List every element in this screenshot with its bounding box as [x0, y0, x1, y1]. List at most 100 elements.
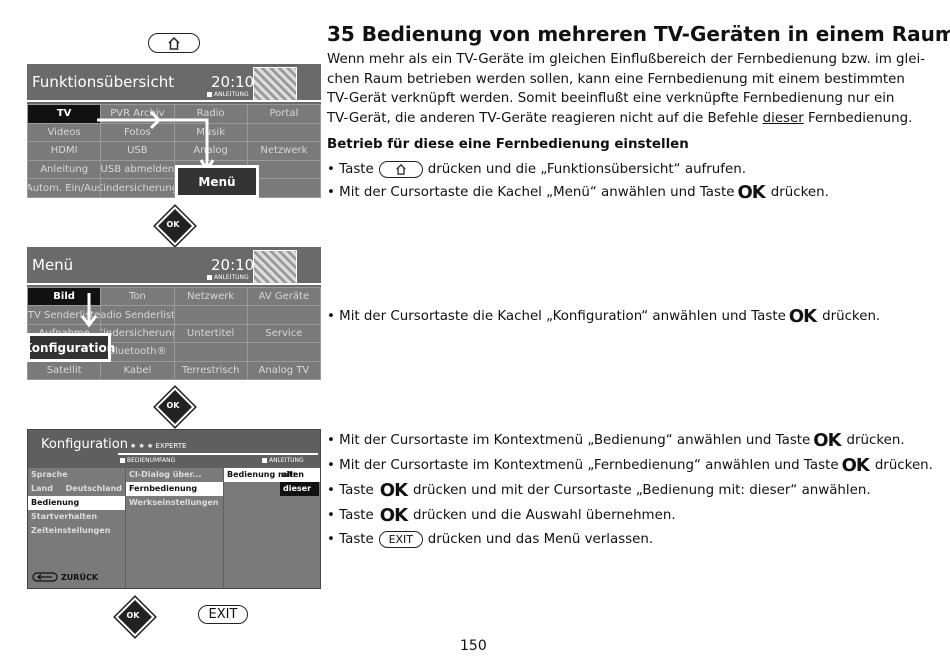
menu-item[interactable]: Zeiteinstellungen: [31, 526, 111, 535]
tv-preview-thumbnail: [253, 67, 297, 101]
tile[interactable]: Videos: [28, 123, 101, 142]
tile[interactable]: [247, 179, 320, 197]
back-icon: [32, 572, 58, 582]
menu-item-selected[interactable]: Bedienung: [28, 496, 125, 510]
subheading: Betrieb für diese eine Fernbedienung ein…: [327, 137, 689, 152]
tile[interactable]: USB: [101, 142, 174, 160]
option-row[interactable]: Bedienung mit:allen: [224, 468, 320, 482]
step-8: • Taste EXIT drücken und das Menü verlas…: [327, 530, 654, 548]
tile[interactable]: [247, 123, 320, 142]
tile[interactable]: Autom. Ein/Aus: [28, 179, 101, 197]
tile[interactable]: [174, 306, 247, 324]
menu-tile-highlight[interactable]: Menü: [175, 165, 259, 198]
ok-key[interactable]: OK: [155, 387, 195, 427]
exit-key-icon: EXIT: [378, 530, 423, 548]
back-button[interactable]: ZURÜCK: [32, 572, 98, 582]
step-1: • Taste drücken und die „Funktionsübersi…: [327, 160, 746, 178]
screen-konfiguration: Konfiguration ★ ★ ★ EXPERTE BEDIENUMFANG…: [27, 429, 321, 589]
step-3: • Mit der Cursortaste die Kachel „Konfig…: [327, 305, 881, 327]
tile[interactable]: Ton: [101, 288, 174, 306]
screen-title: Menü: [32, 256, 74, 274]
cursor-arrow-icon: [97, 110, 215, 173]
tile[interactable]: Portal: [247, 105, 320, 123]
tile[interactable]: Terrestrisch: [174, 361, 247, 379]
tile[interactable]: Kindersicherung: [101, 179, 174, 197]
page-number: 150: [460, 638, 487, 654]
screen-menu: Menü 20:10 ANLEITUNG Bild Ton Netzwerk A…: [23, 247, 321, 380]
tile[interactable]: Kabel: [101, 361, 174, 379]
tile[interactable]: AV Geräte: [247, 288, 320, 306]
tile[interactable]: Analog: [174, 142, 247, 160]
screen-sub: ANLEITUNG: [207, 274, 249, 281]
page-heading: 35 Bedienung von mehreren TV-Geräten in …: [327, 22, 950, 46]
home-icon: [168, 36, 180, 50]
ok-symbol-icon: OK: [379, 504, 408, 526]
step-4: • Mit der Cursortaste im Kontextmenü „Be…: [327, 429, 905, 451]
tile[interactable]: Analog TV: [247, 361, 320, 379]
tile[interactable]: Radio: [174, 105, 247, 123]
screen-funktionsuebersicht: Funktionsübersicht 20:10 ANLEITUNG TV PV…: [27, 64, 321, 198]
screen-sub: ANLEITUNG: [207, 91, 249, 98]
ok-symbol-icon: OK: [788, 305, 817, 327]
home-key[interactable]: [148, 33, 200, 53]
back-label: ZURÜCK: [61, 572, 99, 582]
tile[interactable]: Untertitel: [174, 324, 247, 343]
tile[interactable]: Netzwerk: [174, 288, 247, 306]
screen-time: 20:10: [211, 256, 255, 274]
tile[interactable]: Bluetooth®: [101, 343, 174, 361]
home-icon: [378, 160, 423, 178]
tile[interactable]: Bild: [28, 288, 101, 306]
intro-paragraph: Wenn mehr als ein TV-Geräte im gleichen …: [327, 50, 927, 128]
menu-item-selected[interactable]: Fernbedienung: [126, 482, 223, 496]
intro-line: Wenn mehr als ein TV-Geräte im gleichen …: [327, 52, 926, 67]
tile[interactable]: USB abmelden: [101, 160, 174, 179]
screen-time: 20:10: [211, 73, 255, 91]
menu-item[interactable]: Werkseinstellungen: [129, 498, 219, 507]
tile[interactable]: TV Senderliste: [28, 306, 101, 324]
intro-line: TV-Gerät, die anderen TV-Geräte reagiere…: [327, 110, 913, 126]
tv-preview-thumbnail: [253, 250, 297, 284]
tile[interactable]: Satellit: [28, 361, 101, 379]
ok-symbol-icon: OK: [737, 181, 765, 203]
intro-line: chen Raum betrieben werden sollen, kann …: [327, 71, 905, 87]
anleitung-label: ANLEITUNG: [262, 457, 304, 464]
menu-column-2: CI-Dialog über... Fernbedienung Werksein…: [126, 468, 223, 588]
menu-item[interactable]: CI-Dialog über...: [129, 470, 202, 479]
screen-title: Konfiguration: [41, 437, 128, 452]
tile[interactable]: [247, 343, 320, 361]
tile[interactable]: HDMI: [28, 142, 101, 160]
tile[interactable]: Kindersicherung: [101, 324, 174, 343]
ok-symbol-icon: OK: [841, 454, 870, 476]
ok-symbol-icon: OK: [813, 429, 841, 451]
ok-key[interactable]: OK: [155, 206, 195, 246]
tile[interactable]: Anleitung: [28, 160, 101, 179]
tile[interactable]: Netzwerk: [247, 142, 320, 160]
tile[interactable]: [174, 343, 247, 361]
exit-key[interactable]: EXIT: [198, 605, 248, 624]
tile[interactable]: Service: [247, 324, 320, 343]
tile[interactable]: [247, 306, 320, 324]
screen-title: Funktionsübersicht: [32, 73, 175, 91]
menu-column-3: Bedienung mit:allen dieser: [224, 468, 320, 588]
menu-item[interactable]: Sprache: [31, 470, 68, 479]
tile[interactable]: [247, 160, 320, 179]
option-selected[interactable]: dieser: [224, 482, 320, 496]
tile-grid: Bild Ton Netzwerk AV Geräte TV Senderlis…: [27, 287, 321, 380]
tile[interactable]: Fotos: [101, 123, 174, 142]
ok-key[interactable]: OK: [115, 597, 155, 637]
step-5: • Mit der Cursortaste im Kontextmenü „Fe…: [327, 454, 933, 476]
step-2: • Mit der Cursortaste die Kachel „Menü“ …: [327, 181, 829, 203]
intro-line: TV-Gerät verknüpft werden. Somit beeinfl…: [327, 91, 895, 106]
expert-badge: ★ ★ ★ EXPERTE: [130, 442, 187, 450]
konfiguration-tile-highlight[interactable]: Konfiguration: [23, 333, 115, 362]
tile[interactable]: Musik: [174, 123, 247, 142]
tile[interactable]: Radio Senderliste: [101, 306, 174, 324]
tile[interactable]: TV: [28, 105, 101, 123]
menu-item[interactable]: Startverhalten: [31, 512, 98, 521]
ok-symbol-icon: OK: [379, 479, 408, 501]
cursor-arrow-down-icon: [80, 293, 98, 328]
